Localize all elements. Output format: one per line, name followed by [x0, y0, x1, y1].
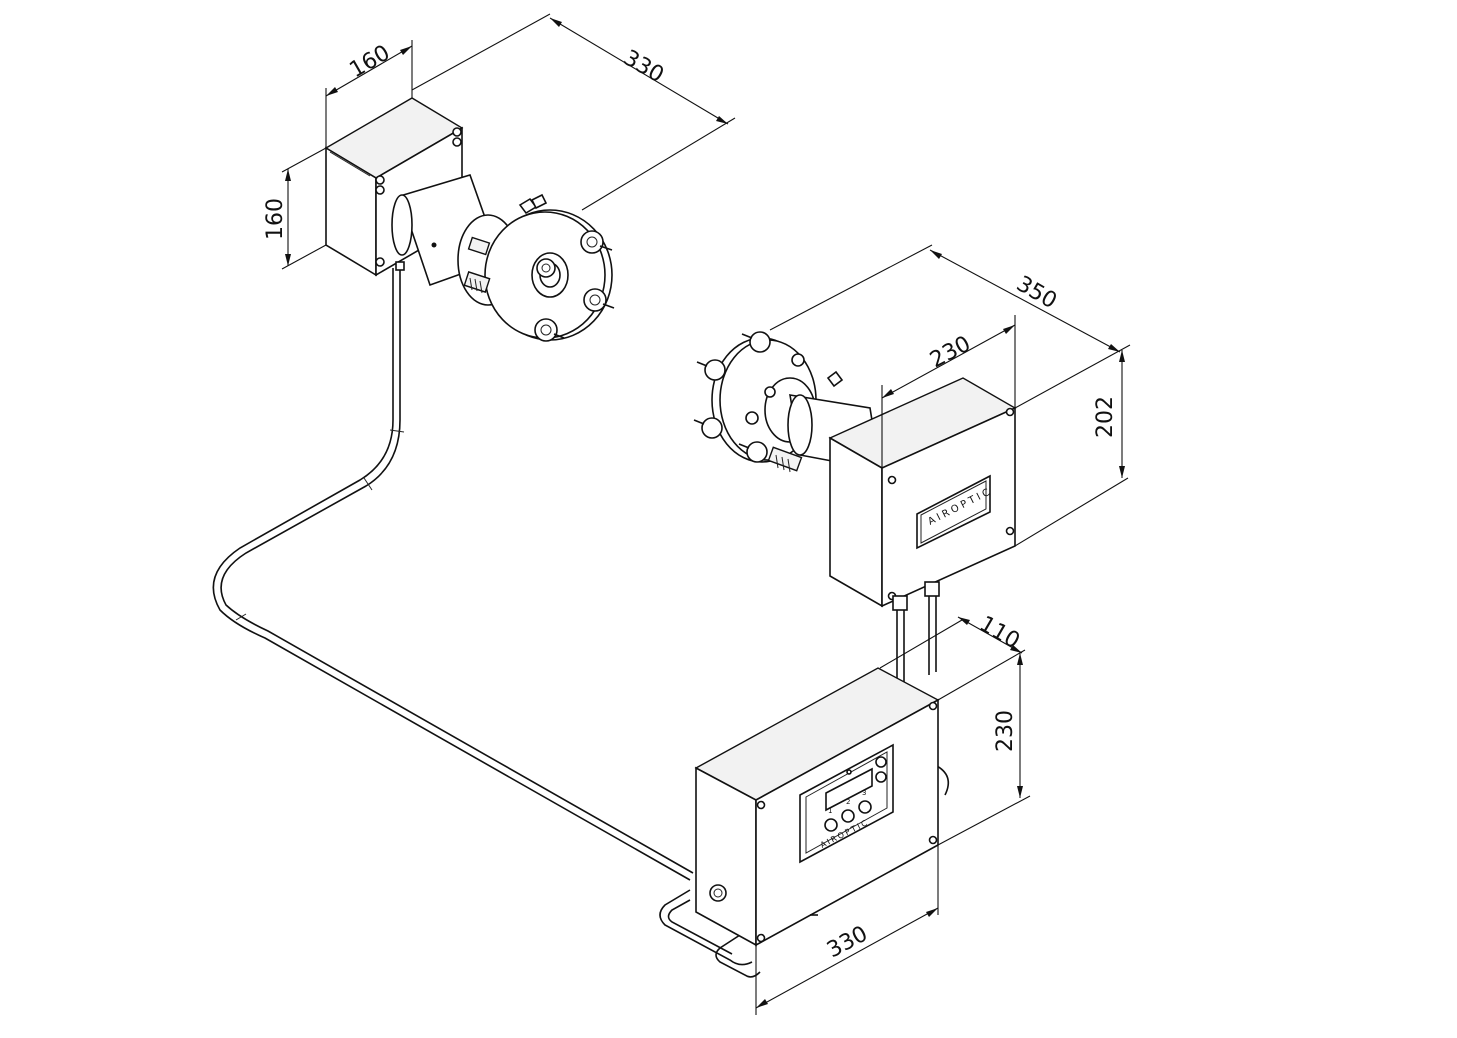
upper-flange — [457, 193, 615, 342]
flange-bolt — [580, 230, 613, 254]
dim-right-box-length: 230 — [926, 332, 975, 374]
flange-bolt — [534, 318, 565, 342]
panel-button-number: 1 — [828, 807, 832, 815]
dim-control-box-height: 230 — [993, 710, 1018, 752]
panel-button — [858, 800, 872, 814]
dim-control-box-depth: 110 — [975, 612, 1024, 655]
spring-clamp — [467, 236, 491, 256]
control-panel: 1 2 3 AIROPTIC — [799, 743, 894, 864]
panel-button-number: 3 — [862, 789, 866, 797]
indicator-led — [846, 769, 852, 775]
flange-bolt — [693, 417, 723, 439]
flange-bolt — [583, 288, 615, 312]
wing-nut — [518, 193, 548, 215]
flange-bolt — [741, 331, 771, 353]
spring-clamp — [463, 271, 491, 294]
panel-button — [824, 818, 838, 832]
dim-control-box-width: 330 — [823, 922, 872, 964]
dim-upper-box-width: 160 — [346, 41, 395, 84]
upper-unit — [324, 97, 615, 342]
lcd-display — [825, 767, 873, 812]
panel-button — [875, 771, 887, 783]
panel-button — [841, 809, 855, 823]
flange-bolt — [696, 359, 726, 381]
flange-bolt — [738, 441, 768, 463]
right-junction-box: AIROPTIC — [828, 377, 1017, 690]
right-unit: AIROPTIC — [693, 331, 1017, 690]
control-unit: 1 2 3 AIROPTIC — [659, 667, 950, 978]
cable-gland — [709, 884, 727, 902]
panel-button-number: 2 — [846, 798, 850, 806]
cable — [212, 268, 694, 881]
dim-right-box-height: 202 — [1093, 396, 1118, 438]
dim-upper-unit-length: 330 — [619, 46, 668, 89]
dim-upper-box-height: 160 — [263, 198, 288, 240]
flange-bolt — [536, 258, 556, 278]
wing-nut — [826, 370, 844, 388]
dimension-lines — [281, 13, 1131, 1015]
panel-button — [875, 756, 887, 768]
spring-clamp — [767, 446, 803, 473]
dim-right-unit-length: 350 — [1012, 272, 1061, 315]
